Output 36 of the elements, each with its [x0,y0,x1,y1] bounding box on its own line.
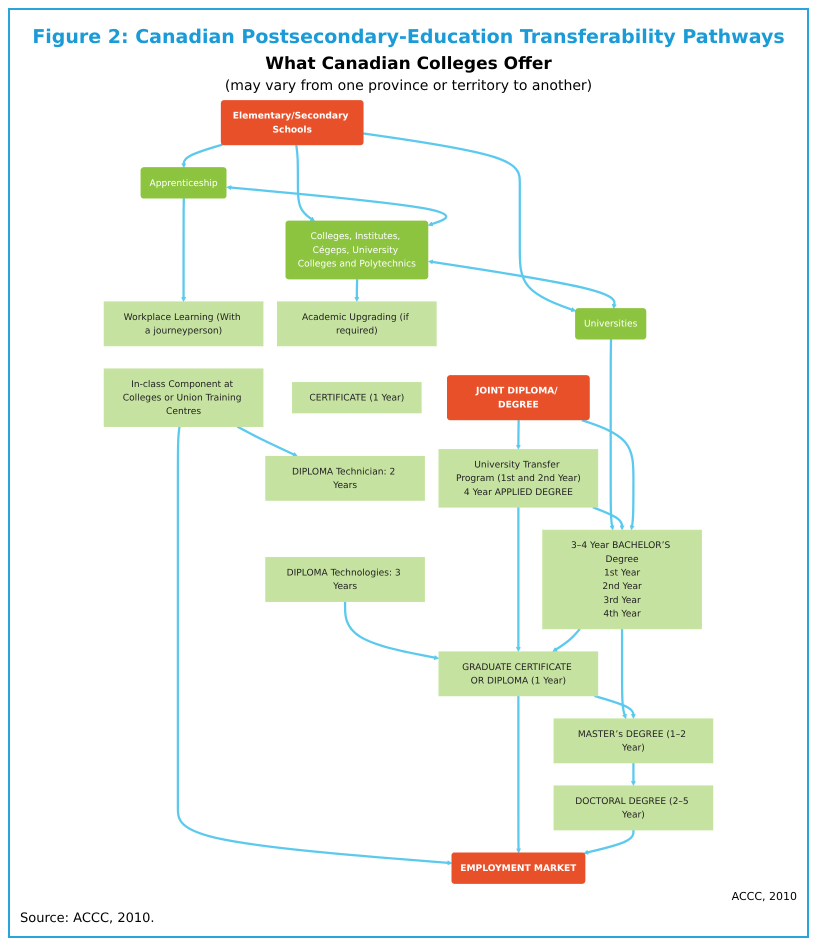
node-box: Workplace Learning (With a journeyperson) [104,301,264,346]
arrow [181,198,186,302]
arrow [295,144,316,222]
figure-title: Figure 2: Canadian Postsecondary-Education Transferability Pathways [32,26,785,48]
source-note: ACCC, 2010 [732,890,797,903]
node-box: CERTIFICATE (1 Year) [292,382,422,414]
arrow [236,426,298,457]
diagram-heading: What Canadian Colleges Offer [265,54,552,74]
arrow [226,185,448,226]
arrow [620,628,627,719]
arrow [354,279,360,302]
node-box: MASTER’s DEGREE (1–2 Year) [554,718,714,764]
arrow [516,507,521,652]
node-box: 3–4 Year BACHELOR’S Degree 1st Year 2nd Year 3rd Year 4th Year [542,530,702,630]
node-box: DOCTORAL DEGREE (2–5 Year) [554,785,714,830]
arrow [552,628,581,652]
node-box: DIPLOMA Technologies: 3 Years [265,557,425,602]
arrow [630,763,636,786]
node-box: In-class Component at Colleges or Union Training Centres [104,368,264,427]
arrow [610,339,614,530]
arrow [344,602,440,660]
source-caption: Source: ACCC, 2010. [20,911,155,926]
arrow [181,143,223,168]
arrow [581,419,635,530]
node-box: GRADUATE CERTIFICATE OR DIPLOMA (1 Year) [438,651,598,696]
arrow [176,426,452,866]
node-box: Academic Upgrading (if required) [277,301,437,346]
arrow [594,694,636,719]
arrow [516,696,522,854]
arrow [428,260,617,309]
arrow [363,132,576,312]
node-box: DIPLOMA Technician: 2 Years [265,456,425,501]
subheading: (may vary from one province or territory to another) [224,78,592,94]
arrow [516,420,521,450]
node-box: University Transfer Program (1st and 2nd Year) 4 Year APPLIED DEGREE [438,449,598,508]
arrow [592,506,625,530]
